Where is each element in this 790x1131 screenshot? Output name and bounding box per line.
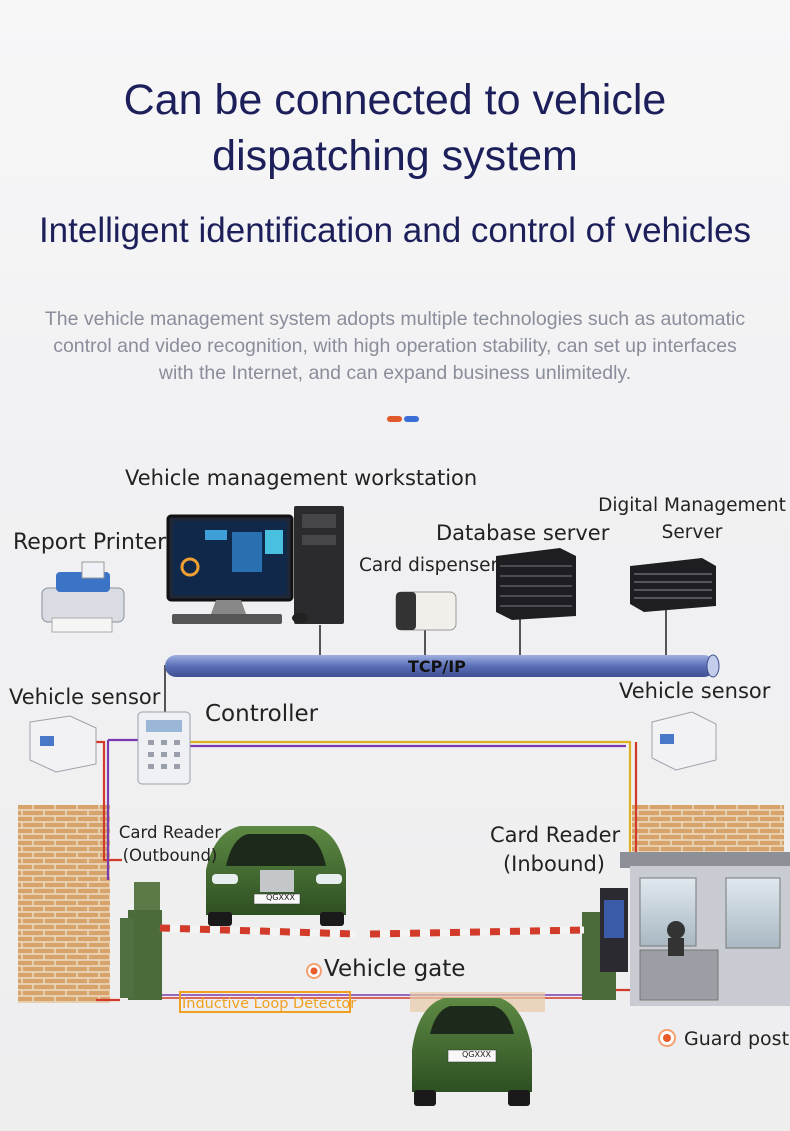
printer-icon <box>41 561 125 633</box>
digital-server-icon <box>630 558 716 612</box>
inbound-gate-icon <box>369 888 628 1000</box>
outbound-gate-icon <box>120 882 357 1000</box>
tcp-ip-bus <box>165 654 720 678</box>
workstation-label: Vehicle management workstation <box>125 466 478 490</box>
card-reader-outbound-label: Card Reader (Outbound) <box>118 823 222 865</box>
loop-detector-marking <box>179 991 351 1013</box>
database-server-icon <box>496 548 576 620</box>
computer-tower-icon <box>292 506 344 624</box>
brick-wall-left <box>18 805 110 1003</box>
card-dispenser-label: Card dispenser <box>359 555 499 576</box>
tcp-ip-label: TCP/IP <box>408 657 466 676</box>
card-dispenser-icon <box>395 591 457 631</box>
title-line-1: Can be connected to vehicle <box>123 76 667 124</box>
description-text: The vehicle management system adopts mul… <box>44 308 746 384</box>
vehicle-gate-marker-icon <box>306 963 322 979</box>
guard-post-marker-icon <box>658 1029 676 1047</box>
plate-text-top: QGXXX <box>266 893 295 902</box>
divider-dot-blue <box>404 416 419 422</box>
controller-icon <box>137 711 191 785</box>
vehicle-sensor-left-label: Vehicle sensor <box>9 685 161 709</box>
loop-detector-label: Inductive Loop Detector <box>182 996 357 1012</box>
plate-text-bottom: QGXXX <box>462 1050 491 1059</box>
page-title: Can be connected to vehicle dispatching … <box>0 72 790 184</box>
controller-label: Controller <box>205 701 319 727</box>
page-subtitle: Intelligent identification and control o… <box>38 211 752 250</box>
vehicle-sensor-right-icon <box>651 711 717 771</box>
database-server-label: Database server <box>436 521 610 545</box>
digital-server-label: Digital Management Server <box>598 495 786 543</box>
car-outbound-icon <box>206 826 346 926</box>
divider-dot-orange <box>387 416 402 422</box>
guard-post-icon <box>620 852 790 1006</box>
vehicle-sensor-left-icon <box>29 715 97 773</box>
guard-post-label: Guard post <box>684 1028 790 1050</box>
report-printer-label: Report Printer <box>13 530 167 555</box>
card-reader-inbound-label: Card Reader (Inbound) <box>490 823 621 876</box>
car-inbound-icon <box>412 998 532 1106</box>
vehicle-sensor-right-label: Vehicle sensor <box>619 679 771 703</box>
vehicle-gate-label: Vehicle gate <box>324 956 466 982</box>
title-line-2: dispatching system <box>212 132 578 180</box>
monitor-icon <box>166 514 294 624</box>
